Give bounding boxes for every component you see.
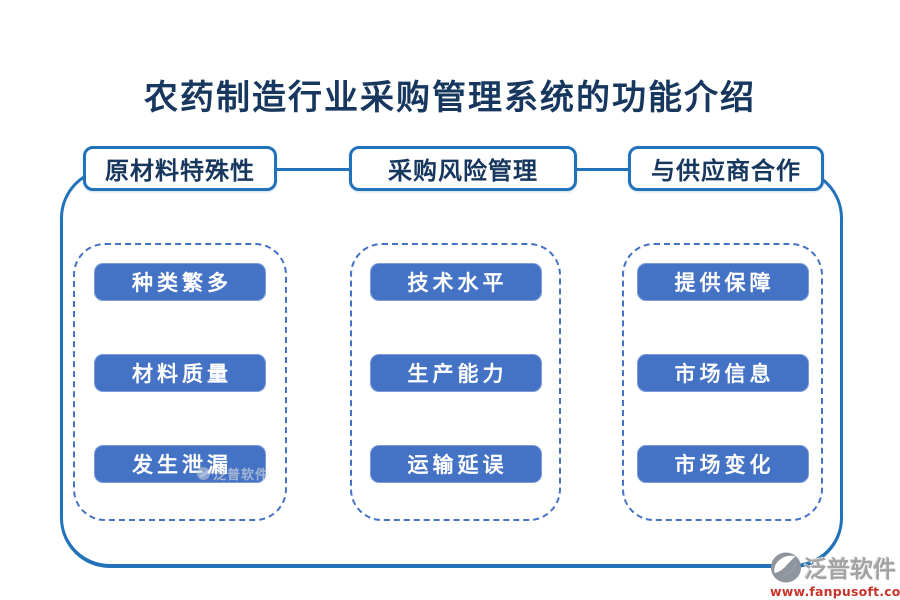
brand-name: 泛普软件 (804, 556, 896, 583)
column-header-label: 原材料特殊性 (105, 156, 255, 185)
node-market-information: 市场信息 (636, 354, 809, 392)
column-header-label: 采购风险管理 (388, 156, 538, 185)
node-transport-delay: 运输延误 (369, 445, 542, 483)
footer-brand: 泛普软件 www.fanpusoft.com (770, 550, 900, 599)
column-header-procurement-risk-management: 采购风险管理 (349, 146, 577, 191)
node-provide-guarantee: 提供保障 (636, 263, 809, 301)
column-header-raw-material-specificity: 原材料特殊性 (83, 146, 277, 191)
brand-url-link[interactable]: www.fanpusoft.com (770, 584, 900, 599)
column-group-supplier-cooperation: 提供保障 市场信息 市场变化 (622, 243, 823, 521)
node-material-quality: 材料质量 (94, 354, 266, 392)
fanpu-logo-icon (770, 551, 802, 583)
node-market-changes: 市场变化 (636, 445, 809, 483)
node-technical-level: 技术水平 (369, 263, 542, 301)
column-group-procurement-risk: 技术水平 生产能力 运输延误 (350, 243, 561, 521)
node-production-capacity: 生产能力 (369, 354, 542, 392)
node-many-varieties: 种类繁多 (94, 263, 266, 301)
column-header-label: 与供应商合作 (651, 156, 801, 185)
column-header-supplier-cooperation: 与供应商合作 (628, 146, 824, 191)
node-leakage-occurs: 发生泄漏 (94, 445, 266, 483)
column-group-raw-material: 种类繁多 材料质量 发生泄漏 (73, 243, 287, 521)
page-title: 农药制造行业采购管理系统的功能介绍 (144, 78, 756, 118)
